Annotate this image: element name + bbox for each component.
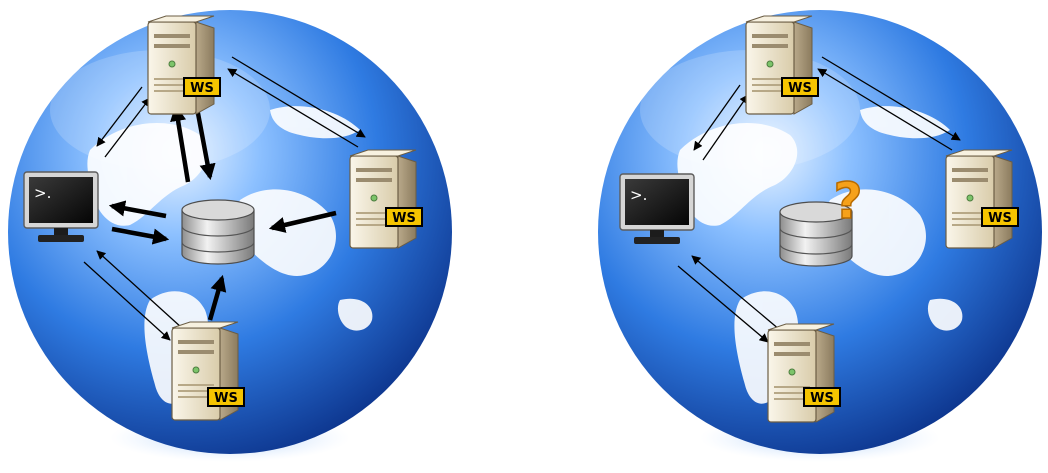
diagram-left: WS WS WS >. <box>8 10 452 462</box>
ws-badge-label: WS <box>810 391 834 406</box>
server-bottom: WS <box>768 324 840 422</box>
database-icon <box>182 200 254 264</box>
ws-badge-label: WS <box>392 211 416 226</box>
server-bottom: WS <box>172 322 244 420</box>
diagram-right: WS WS WS >. ? <box>598 10 1042 462</box>
server-top: WS <box>746 16 818 114</box>
ws-badge-label: WS <box>988 211 1012 226</box>
question-mark-icon: ? <box>833 172 862 230</box>
ws-badge-label: WS <box>788 81 812 96</box>
server-right: WS <box>946 150 1018 248</box>
ws-badge-label: WS <box>190 81 214 96</box>
terminal-prompt: >. <box>630 186 647 204</box>
server-right: WS <box>350 150 422 248</box>
server-top: WS <box>148 16 220 114</box>
ws-badge-label: WS <box>214 391 238 406</box>
terminal-prompt: >. <box>34 184 51 202</box>
